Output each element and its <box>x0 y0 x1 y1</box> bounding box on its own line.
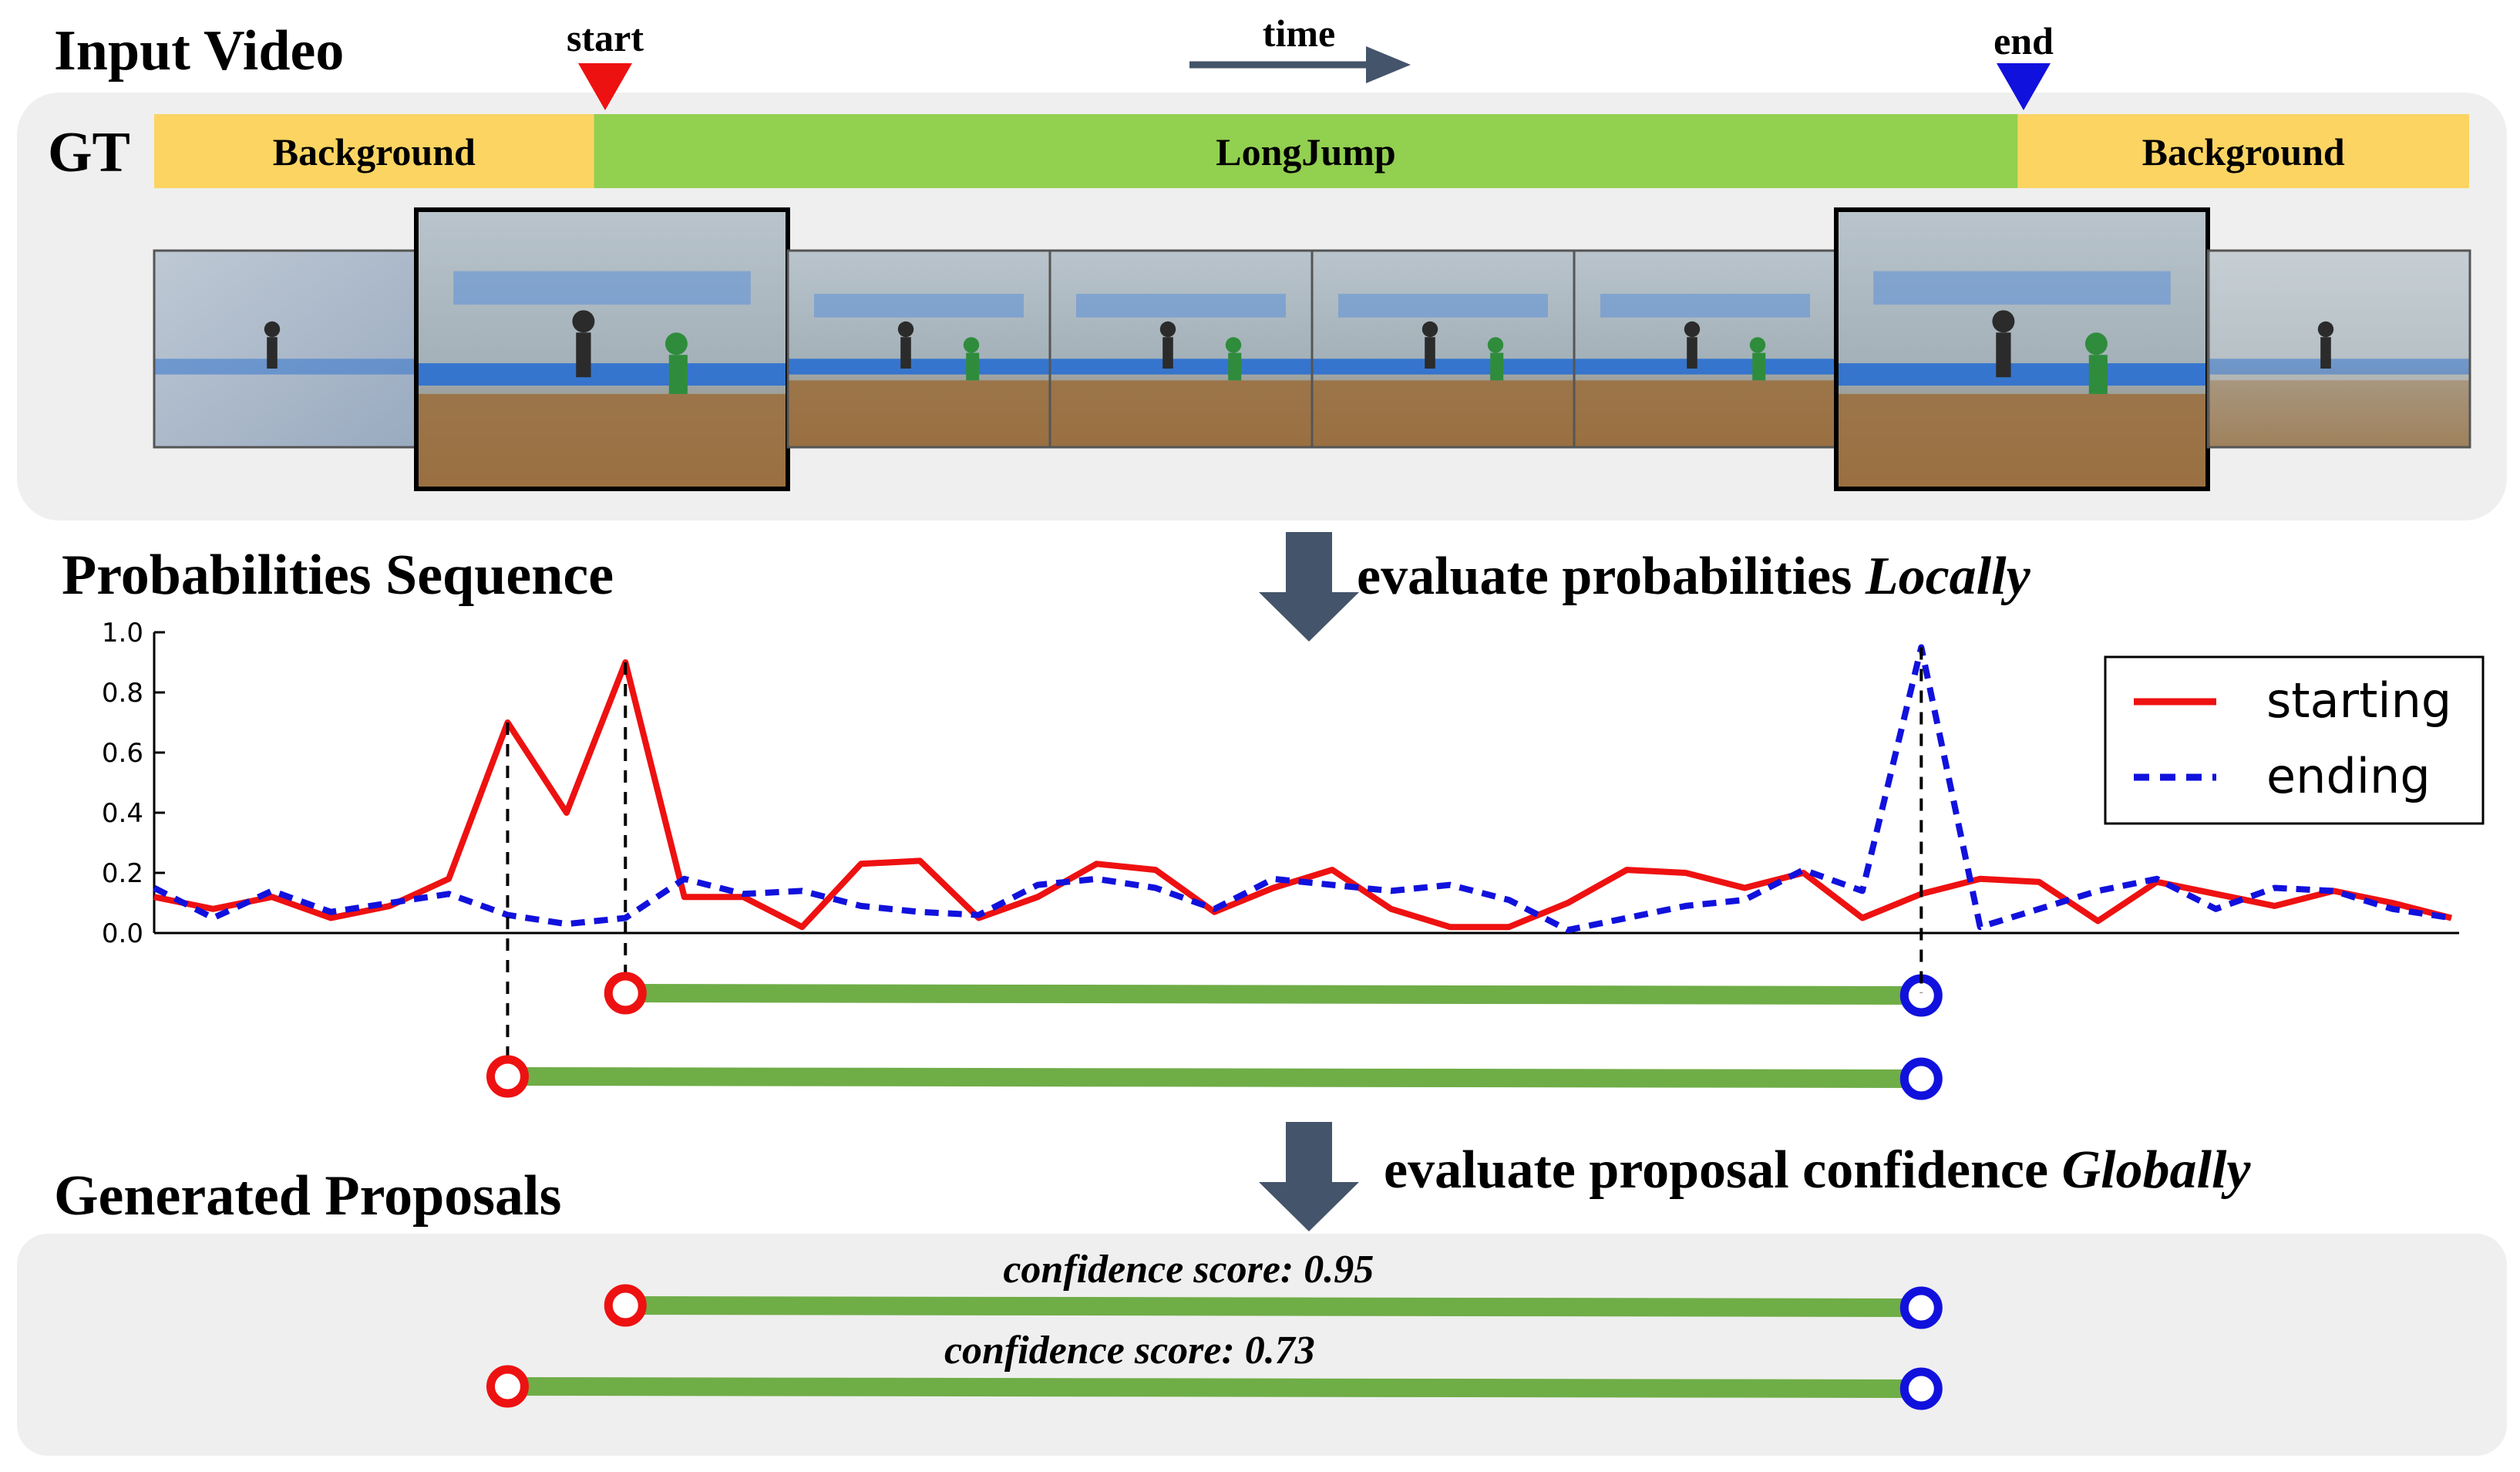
final-proposal-bar <box>507 1377 1922 1398</box>
gt-segment-label: Background <box>273 130 476 173</box>
global-step-arrow-icon <box>1259 1122 1359 1231</box>
end-point-icon <box>1899 974 1943 1017</box>
frame-landing-sandpit <box>1834 207 2210 491</box>
y-tick-label: 0.8 <box>102 678 143 709</box>
gt-segment-label: LongJump <box>1216 130 1395 173</box>
candidate-proposal <box>486 1055 1943 1100</box>
end-marker-label: end <box>1993 19 2054 62</box>
candidate-proposal <box>604 972 1943 1017</box>
local-step-label: evaluate probabilities Locally <box>1357 547 2031 606</box>
gt-segment-label: Background <box>2142 130 2345 173</box>
final-proposal-bar <box>625 1296 1922 1317</box>
confidence-score-label: confidence score: 0.95 <box>1003 1248 1374 1292</box>
time-label: time <box>1263 12 1335 55</box>
end-marker-icon <box>1997 63 2051 110</box>
start-point-icon <box>604 972 647 1015</box>
final-proposal: confidence score: 0.95 <box>604 1248 1943 1329</box>
final-proposal: confidence score: 0.73 <box>486 1329 1943 1410</box>
proposals-panel <box>17 1234 2507 1456</box>
start-marker-label: start <box>567 16 644 59</box>
frame-jump-1 <box>786 249 1051 449</box>
start-marker-icon <box>578 63 632 110</box>
frame-running-track <box>153 249 418 449</box>
y-tick-label: 0.6 <box>102 738 143 769</box>
confidence-score-label: confidence score: 0.73 <box>944 1329 1315 1373</box>
gt-segment-background <box>154 114 594 188</box>
gt-segment-background <box>2017 114 2469 188</box>
generated-proposals: confidence score: 0.95 confidence score: … <box>486 1248 1943 1410</box>
start-point-icon <box>604 1284 647 1327</box>
candidate-proposals <box>486 647 1943 1100</box>
frame-takeoff-board <box>414 207 790 491</box>
proposals-title: Generated Proposals <box>54 1164 561 1228</box>
y-tick-label: 0.4 <box>102 798 143 829</box>
legend-starting-label: starting <box>2266 672 2451 729</box>
frame-jump-2 <box>1048 249 1314 449</box>
frame-jump-4 <box>1573 249 1838 449</box>
start-point-icon <box>486 1365 529 1408</box>
gt-label: GT <box>48 121 130 184</box>
end-point-icon <box>1899 1057 1943 1100</box>
y-tick-label: 1.0 <box>102 618 143 648</box>
candidate-proposal-bar <box>625 984 1922 1005</box>
gt-timeline: Background LongJump Background <box>154 114 2469 188</box>
time-arrow-icon <box>1189 46 1411 83</box>
global-step-label: evaluate proposal confidence Globally <box>1384 1140 2251 1200</box>
y-tick-label: 0.0 <box>102 918 143 949</box>
candidate-proposal-bar <box>507 1067 1922 1088</box>
gt-segment-longjump <box>594 114 2018 188</box>
start-point-icon <box>486 1055 529 1098</box>
end-point-icon <box>1899 1286 1943 1329</box>
video-frames <box>153 207 2471 491</box>
frame-after-landing <box>2206 249 2471 449</box>
probabilities-title: Probabilities Sequence <box>62 544 614 607</box>
series-ending-line <box>153 644 2452 934</box>
local-step-arrow-icon <box>1259 532 1359 642</box>
frame-jump-3 <box>1310 249 1576 449</box>
chart-legend: starting ending <box>2104 655 2485 825</box>
legend-ending-label: ending <box>2266 748 2431 804</box>
y-tick-label: 0.2 <box>102 858 143 889</box>
input-video-title: Input Video <box>54 19 344 83</box>
end-point-icon <box>1899 1367 1943 1410</box>
probability-chart: 0.0 0.2 0.4 0.6 0.8 1.0 <box>102 618 2459 949</box>
